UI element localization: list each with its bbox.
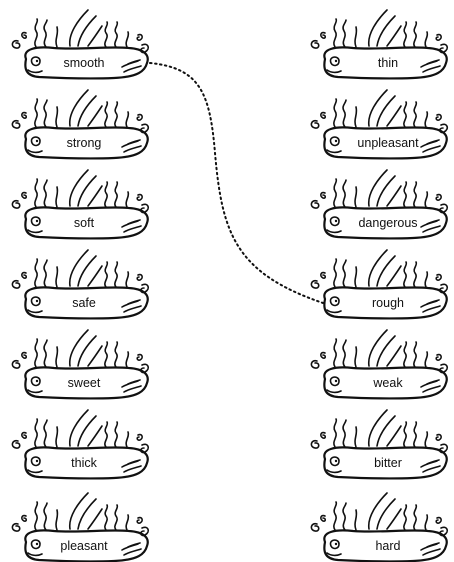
left-item-pleasant[interactable]: pleasant [12, 493, 148, 561]
left-column: smooth strong soft safe sweet thick pleasant [12, 10, 148, 561]
word-label: hard [375, 539, 400, 553]
left-item-smooth[interactable]: smooth [12, 10, 148, 78]
left-item-soft[interactable]: soft [12, 170, 148, 238]
left-item-sweet[interactable]: sweet [12, 330, 148, 398]
right-column: thin unpleasant dangerous rough weak bitter ha… [311, 10, 447, 561]
left-item-thick[interactable]: thick [12, 410, 148, 478]
right-item-rough[interactable]: rough [311, 250, 447, 318]
word-label: unpleasant [357, 136, 419, 150]
right-item-hard[interactable]: hard [311, 493, 447, 561]
word-label: strong [67, 136, 102, 150]
word-label: pleasant [60, 539, 108, 553]
word-label: dangerous [358, 216, 417, 230]
left-item-safe[interactable]: safe [12, 250, 148, 318]
word-label: thick [71, 456, 97, 470]
word-label: sweet [68, 376, 101, 390]
right-item-weak[interactable]: weak [311, 330, 447, 398]
right-item-thin[interactable]: thin [311, 10, 447, 78]
match-lines [150, 63, 323, 303]
word-label: safe [72, 296, 96, 310]
word-label: rough [372, 296, 404, 310]
right-item-bitter[interactable]: bitter [311, 410, 447, 478]
word-label: bitter [374, 456, 402, 470]
left-item-strong[interactable]: strong [12, 90, 148, 158]
word-label: smooth [64, 56, 105, 70]
word-label: soft [74, 216, 95, 230]
right-item-unpleasant[interactable]: unpleasant [311, 90, 447, 158]
word-label: weak [372, 376, 403, 390]
right-item-dangerous[interactable]: dangerous [311, 170, 447, 238]
match-line-smooth-rough [150, 63, 323, 303]
word-label: thin [378, 56, 398, 70]
